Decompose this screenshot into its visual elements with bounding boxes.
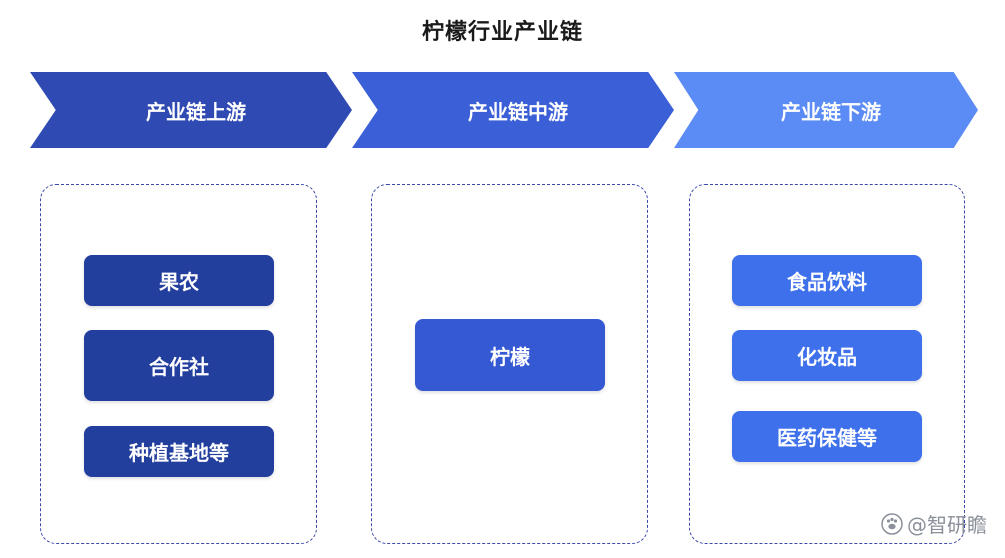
upstream-item-planting-base: 种植基地等 [84,426,274,477]
upstream-item-fruit-farmers: 果农 [84,255,274,306]
stage-header-upstream: 产业链上游 [30,72,352,148]
downstream-item-food-beverage: 食品饮料 [732,255,922,306]
downstream-column: 食品饮料 化妆品 医药保健等 [689,184,965,544]
stage-header-label: 产业链上游 [146,99,246,124]
watermark-text: @智研瞻 [907,513,987,537]
upstream-item-cooperative: 合作社 [84,330,274,401]
stage-header-label: 产业链中游 [468,99,568,124]
midstream-item-lemon: 柠檬 [415,319,605,391]
upstream-column: 果农 合作社 种植基地等 [40,184,317,544]
midstream-column: 柠檬 [371,184,648,544]
stage-header-downstream: 产业链下游 [674,72,978,148]
downstream-item-pharma-health: 医药保健等 [732,411,922,462]
stage-header-label: 产业链下游 [781,99,881,124]
stage-header-midstream: 产业链中游 [352,72,674,148]
watermark: @智研瞻 [881,509,987,538]
downstream-item-cosmetics: 化妆品 [732,330,922,381]
diagram-title: 柠檬行业产业链 [421,20,583,45]
paw-icon [881,512,903,535]
